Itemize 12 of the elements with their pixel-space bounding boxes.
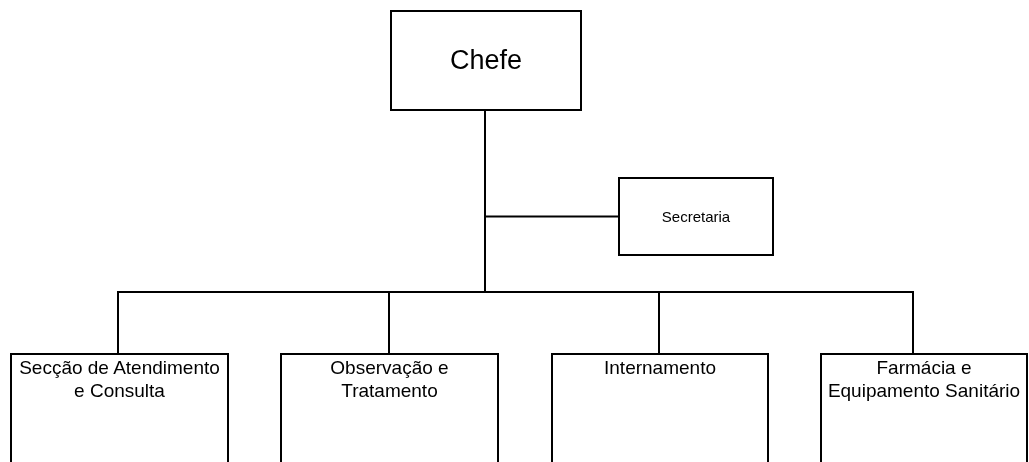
org-box — [10, 353, 229, 462]
box-label: Internamento — [604, 357, 716, 380]
box-label: Farmácia e Equipamento Sanitário — [826, 357, 1022, 403]
box-label: Observação e Tratamento — [329, 357, 450, 403]
box-label: Secção de Atendimento e Consulta — [18, 357, 221, 403]
box-label: Secretaria — [661, 207, 731, 226]
org-box — [551, 353, 769, 462]
org-box — [820, 353, 1028, 462]
box-label: Chefe — [449, 44, 523, 77]
org-box — [390, 10, 582, 111]
org-box — [280, 353, 499, 462]
org-box — [618, 177, 774, 256]
